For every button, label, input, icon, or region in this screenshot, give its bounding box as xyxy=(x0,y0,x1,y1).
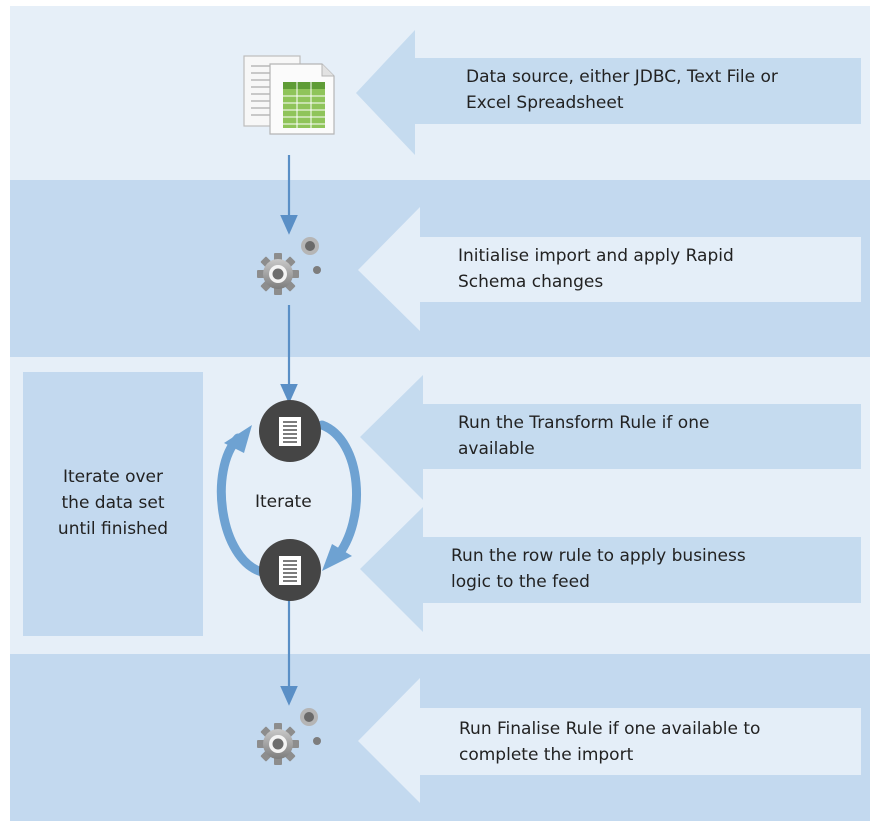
step-row-rule-line-1: Run the row rule to apply business xyxy=(451,546,746,566)
loop-side-label: Iterate over the data set until finished xyxy=(33,464,193,542)
loop-center-label: Iterate xyxy=(255,492,312,512)
step-row-rule-text: Run the row rule to apply business logic… xyxy=(451,543,746,595)
loop-arrowhead-left xyxy=(224,425,252,453)
step-initialise-line-1: Initialise import and apply Rapid xyxy=(458,246,734,266)
loop-side-line-3: until finished xyxy=(57,519,169,539)
arrow-initialise xyxy=(358,207,861,331)
document-node-icon xyxy=(259,400,321,462)
step-data-source-text: Data source, either JDBC, Text File or E… xyxy=(466,64,778,116)
loop-side-line-1: Iterate over xyxy=(63,467,163,487)
step-data-source-line-2: Excel Spreadsheet xyxy=(466,93,624,113)
step-initialise-text: Initialise import and apply Rapid Schema… xyxy=(458,243,734,295)
loop-arrow-right xyxy=(317,420,362,563)
arrow-finalise xyxy=(358,678,861,803)
step-transform-line-1: Run the Transform Rule if one xyxy=(458,413,710,433)
arrow-row-rule xyxy=(360,507,861,632)
step-finalise-line-2: complete the import xyxy=(459,745,634,765)
spreadsheet-icon xyxy=(243,55,335,135)
step-row-rule-line-2: logic to the feed xyxy=(451,572,590,592)
step-finalise-text: Run Finalise Rule if one available to co… xyxy=(459,716,760,768)
arrow-transform xyxy=(360,375,861,500)
step-transform-text: Run the Transform Rule if one available xyxy=(458,410,709,462)
gears-icon xyxy=(257,237,321,295)
loop-arrow-left xyxy=(216,433,267,577)
arrow-data-source xyxy=(356,30,861,155)
document-node-icon xyxy=(259,539,321,601)
step-data-source-line-1: Data source, either JDBC, Text File or xyxy=(466,67,778,87)
loop-side-line-2: the data set xyxy=(61,493,165,513)
loop-arrowhead-right xyxy=(322,544,352,571)
step-initialise-line-2: Schema changes xyxy=(458,272,604,292)
step-finalise-line-1: Run Finalise Rule if one available to xyxy=(459,719,761,739)
gears-icon xyxy=(257,708,321,765)
loop-description-box xyxy=(23,372,203,636)
step-transform-line-2: available xyxy=(458,439,535,459)
